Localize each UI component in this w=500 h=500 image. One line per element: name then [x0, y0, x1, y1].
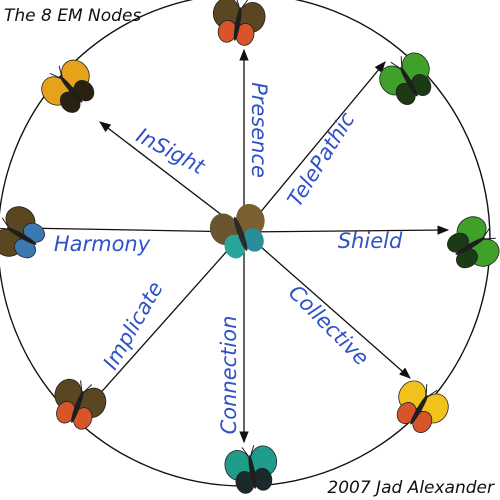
node-label-insight: InSight: [132, 123, 209, 179]
node-arrows: [20, 48, 450, 444]
brown-orange-butterfly-icon: [54, 378, 107, 430]
arrow-insight: [99, 121, 245, 233]
node-label-presence: Presence: [247, 82, 271, 178]
node-label-collective: Collective: [284, 280, 374, 370]
green-butterfly-icon: [379, 52, 432, 105]
tiger-butterfly-icon: [41, 59, 95, 113]
node-label-shield: Shield: [338, 229, 403, 253]
teal-butterfly-icon: [224, 445, 278, 494]
diagram-title: The 8 EM Nodes: [4, 6, 142, 26]
blue-brown-butterfly-icon: [0, 206, 45, 259]
arrow-telepathic: [243, 61, 386, 233]
arrow-collective: [243, 231, 411, 379]
green-butterfly-icon: [447, 216, 500, 269]
brown-orange-butterfly-icon: [212, 0, 266, 46]
center-butterfly-icon: [209, 203, 265, 259]
author-credit: 2007 Jad Alexander: [327, 478, 494, 498]
yellow-butterfly-icon: [396, 380, 449, 433]
arrow-shield: [243, 225, 450, 235]
node-label-implicate: Implicate: [98, 277, 167, 373]
node-label-connection: Connection: [217, 316, 241, 435]
arrow-harmony: [20, 223, 245, 233]
node-label-harmony: Harmony: [54, 232, 151, 256]
arrow-implicate: [79, 231, 245, 417]
node-label-telepathic: TelePathic: [283, 108, 360, 211]
